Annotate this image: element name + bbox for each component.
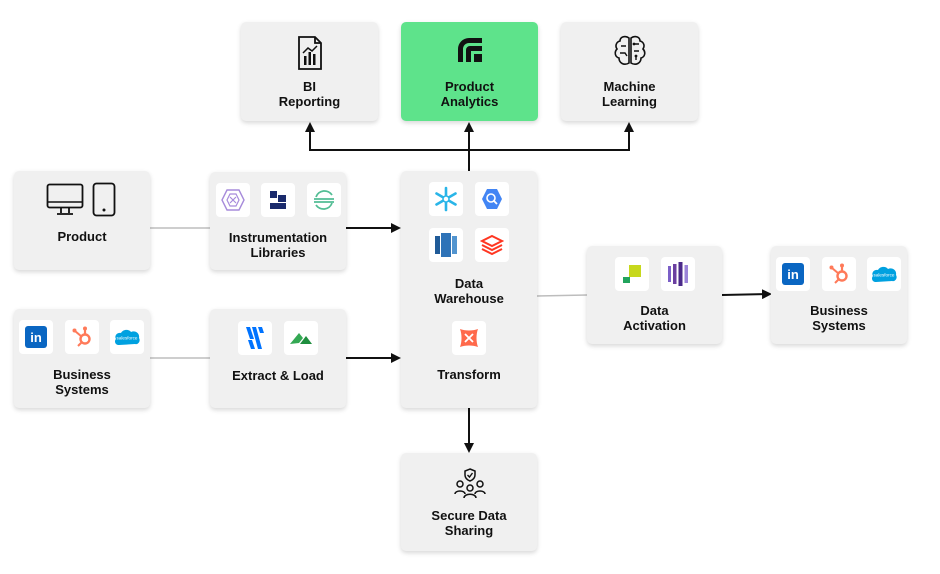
bi-report-icon — [298, 36, 322, 70]
desktop-monitor-icon — [46, 183, 84, 215]
salesforce-icon: salesforce — [872, 266, 897, 282]
arrow-activation-to-business-systems — [721, 289, 772, 300]
tile-redshift — [429, 228, 463, 262]
tile-salesforce: salesforce — [110, 320, 144, 354]
tile-bigquery — [475, 182, 509, 216]
people-sharing-shield-icon — [454, 468, 486, 499]
tile-stitch — [284, 321, 318, 355]
bigquery-icon — [482, 189, 502, 209]
tile-salesforce-dest: salesforce — [867, 257, 901, 291]
tile-hubspot — [65, 320, 99, 354]
product-label: Product — [57, 229, 107, 244]
tile-fivetran — [238, 321, 272, 355]
census-bars-icon — [668, 262, 688, 286]
redshift-icon — [435, 233, 457, 257]
svg-text:in: in — [30, 330, 42, 345]
svg-text:in: in — [787, 267, 799, 282]
tile-census — [661, 257, 695, 291]
stacked-blocks-sdk-icon — [270, 191, 286, 209]
link-warehouse-to-activation — [536, 294, 588, 297]
salesforce-icon: salesforce — [115, 329, 140, 345]
tile-dbt — [452, 321, 486, 355]
hubspot-icon — [829, 263, 848, 284]
brain-icon — [614, 35, 646, 65]
tile-linkedin: in — [19, 320, 53, 354]
hubspot-icon — [72, 326, 91, 347]
tile-snowflake — [429, 182, 463, 216]
tablet-icon — [92, 182, 116, 217]
transform-label: Transform — [437, 367, 501, 382]
databricks-icon — [480, 234, 504, 256]
node-product[interactable]: Product — [14, 171, 150, 270]
tile-hex-sdk — [216, 183, 250, 217]
svg-text:salesforce: salesforce — [874, 273, 895, 278]
node-extract-load[interactable]: Extract & Load — [210, 309, 346, 408]
linkedin-icon: in — [782, 263, 804, 285]
fivetran-icon — [246, 327, 264, 349]
svg-text:salesforce: salesforce — [117, 336, 138, 341]
tile-segment — [307, 183, 341, 217]
segment-logo-icon — [314, 190, 334, 210]
tile-hightouch — [615, 257, 649, 291]
dbt-icon — [460, 329, 478, 347]
hightouch-icon — [623, 265, 641, 283]
extract-load-label: Extract & Load — [232, 368, 324, 383]
hexagon-sdk-icon — [221, 189, 245, 211]
stitch-chevron-icon — [290, 333, 312, 344]
tile-linkedin-dest: in — [776, 257, 810, 291]
tile-hubspot-dest — [822, 257, 856, 291]
tile-databricks — [475, 228, 509, 262]
snowflake-icon — [435, 186, 457, 212]
product-analytics-logo-icon — [458, 38, 482, 62]
linkedin-icon: in — [25, 326, 47, 348]
tile-stack-sdk — [261, 183, 295, 217]
